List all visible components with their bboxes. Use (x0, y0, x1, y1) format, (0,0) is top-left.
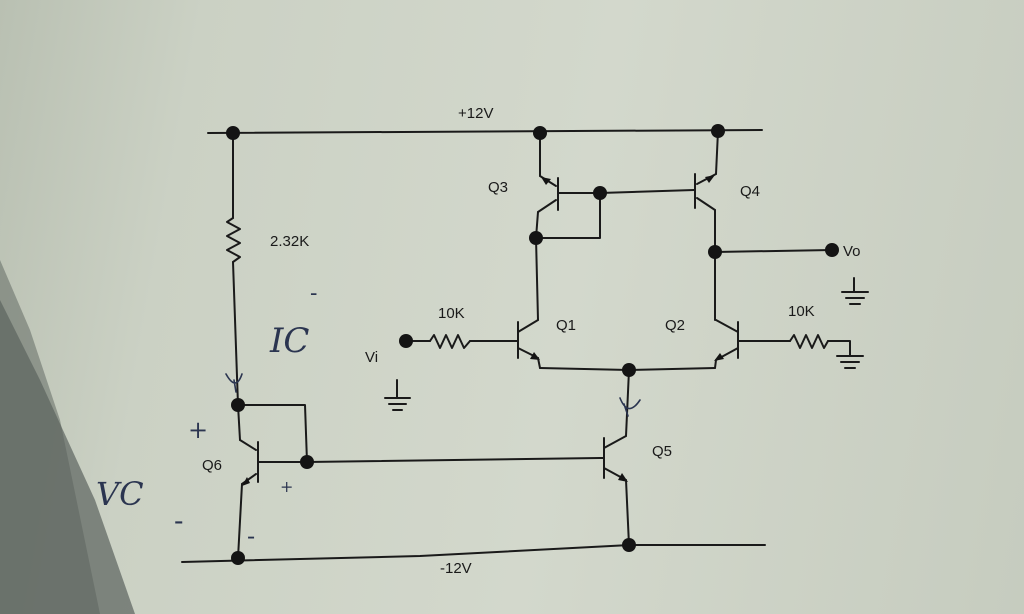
handwritten-minus-small: - (247, 522, 255, 550)
q1-emitter-lead (537, 357, 541, 369)
label-positive-rail: +12V (458, 105, 493, 122)
q5-emitter-lead (625, 479, 630, 546)
label-vo: Vo (843, 243, 861, 260)
label-q4: Q4 (740, 183, 760, 200)
q5-collector-diag (603, 435, 627, 449)
node-vo (825, 243, 839, 257)
q6-collector-diag (239, 439, 257, 451)
node-tail (622, 363, 636, 377)
q3-q4-base-line (599, 189, 695, 194)
label-q6: Q6 (202, 457, 222, 474)
q2-collector-diag (715, 319, 739, 333)
handwritten-ic: IC (269, 321, 309, 361)
q4-collector-diag (696, 197, 716, 211)
q3-collector-diag (537, 199, 557, 213)
q6-emitter-arrow (242, 477, 250, 486)
q4-emitter-arrow (705, 175, 715, 183)
node-rail-q4 (711, 124, 725, 138)
label-resistor-bias: 2.32K (270, 233, 309, 250)
q3-diode-link (535, 192, 601, 239)
current-mirror-base-line (306, 457, 601, 463)
q5-collector-lead (625, 369, 630, 437)
node-q3-collector (529, 231, 543, 245)
node-rail-neg-q5 (622, 538, 636, 552)
q2-emitter-arrow (714, 353, 724, 361)
negative-rail (181, 544, 766, 563)
resistor-10k-input (429, 334, 471, 349)
node-rail-q3 (533, 126, 547, 140)
handwritten-plus-small: + (280, 477, 293, 496)
label-q2: Q2 (665, 317, 685, 334)
node-vi (399, 334, 413, 348)
q2-ground-lead (827, 340, 851, 357)
label-vi: Vi (365, 349, 378, 366)
node-rail-left (226, 126, 240, 140)
label-negative-rail: -12V (440, 560, 472, 577)
handwritten-ic-bar: - (310, 281, 317, 306)
q2-emitter-lead (714, 359, 717, 369)
q1-collector-lead (535, 237, 539, 321)
q3-emitter-arrow (541, 177, 551, 185)
handwritten-current-arrow-left (225, 373, 243, 393)
positive-rail (207, 129, 763, 134)
q6-emitter-lead (237, 483, 243, 559)
node-q6-collector (231, 398, 245, 412)
handwritten-plus: + (188, 416, 208, 444)
label-q3: Q3 (488, 179, 508, 196)
label-q5: Q5 (652, 443, 672, 460)
label-q1: Q1 (556, 317, 576, 334)
handwritten-minus: - (174, 504, 183, 537)
q4-emitter-lead (715, 130, 719, 175)
handwritten-vc: VC (96, 475, 144, 513)
vo-lead (714, 249, 833, 253)
node-q3-base (593, 186, 607, 200)
label-resistor-input: 10K (438, 305, 465, 322)
handwritten-current-arrow-right (619, 397, 641, 417)
node-rail-neg-left (231, 551, 245, 565)
q6-diode-link (237, 404, 308, 463)
node-q4-collector (708, 245, 722, 259)
node-q6-base (300, 455, 314, 469)
resistor-10k-q2 (789, 334, 829, 349)
left-branch-mid (232, 261, 239, 406)
q1-collector-diag (517, 319, 539, 333)
label-resistor-q2: 10K (788, 303, 815, 320)
resistor-2.32k (226, 217, 241, 263)
